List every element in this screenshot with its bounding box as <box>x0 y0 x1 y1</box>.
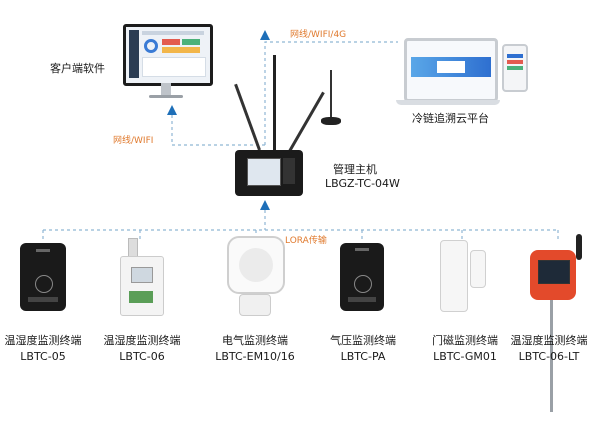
device-name: 电气监测终端 <box>222 334 288 347</box>
arrow-up-cloud-icon <box>260 30 270 40</box>
link-label-devices: LORA传输 <box>285 236 327 246</box>
cloud-label: 冷链追溯云平台 <box>412 112 489 125</box>
host-gateway <box>225 55 341 200</box>
device-name: 气压监测终端 <box>330 334 396 347</box>
host-name: 管理主机 <box>333 163 377 176</box>
device-model: LBTC-EM10/16 <box>215 350 295 363</box>
device-lbtc-gm01 <box>440 240 488 312</box>
device-name: 温湿度监测终端 <box>510 334 588 347</box>
link-label-cloud: 网线/WIFI/4G <box>290 30 347 40</box>
device-name: 门磁监测终端 <box>432 334 498 347</box>
device-lbtc-pa <box>340 243 384 311</box>
device-name: 温湿度监测终端 <box>4 334 82 347</box>
device-lbtc-05 <box>20 243 66 311</box>
monitor-screen <box>123 24 213 86</box>
device-model: LBTC-PA <box>340 350 386 363</box>
host-model: LBGZ-TC-04W <box>325 177 400 190</box>
line-host-cloud <box>264 41 398 145</box>
line-host-client <box>171 110 265 146</box>
client-monitor <box>123 24 213 109</box>
device-name: 温湿度监测终端 <box>103 334 181 347</box>
arrow-up-host-icon <box>260 200 270 210</box>
arrow-up-client-icon <box>167 105 177 115</box>
device-lbtc-em10 <box>227 236 285 316</box>
device-model: LBTC-GM01 <box>433 350 497 363</box>
cloud-laptop <box>396 36 528 116</box>
client-label: 客户端软件 <box>50 62 105 75</box>
device-lbtc-06 <box>118 238 166 316</box>
device-model: LBTC-06 <box>119 350 165 363</box>
link-label-client: 网线/WIFI <box>113 136 154 146</box>
device-lbtc-06-lt <box>528 232 588 422</box>
device-model: LBTC-05 <box>20 350 66 363</box>
device-model: LBTC-06-LT <box>518 350 580 363</box>
